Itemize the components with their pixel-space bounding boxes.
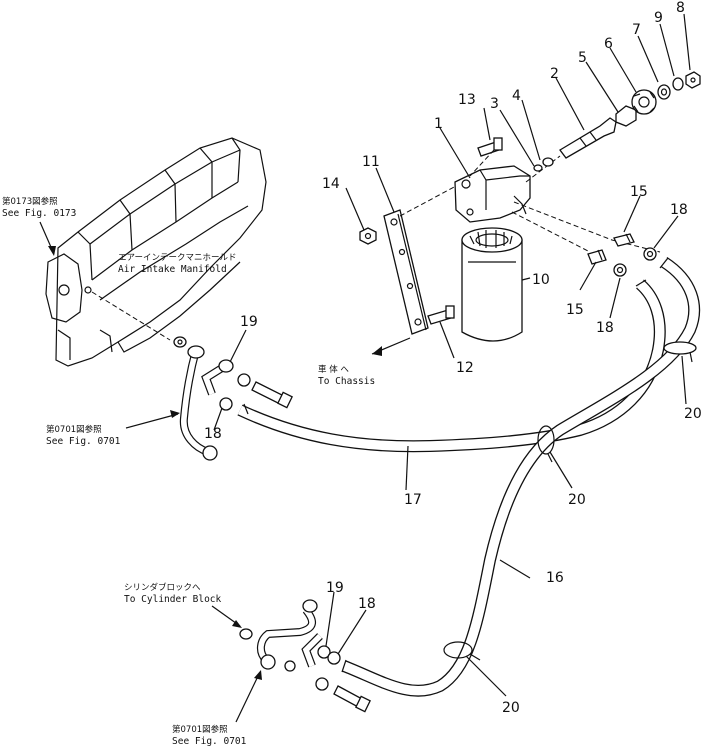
ref-fig0701-lower-jp: 第0701図参照 [172, 724, 228, 735]
part-number-1: 1 [434, 116, 443, 132]
bolt-13 [469, 137, 503, 177]
bracket-plate [371, 185, 457, 356]
part-number-4: 4 [512, 88, 521, 104]
part-number-8: 8 [676, 0, 685, 16]
nut-14 [359, 227, 377, 245]
ref-chassis-jp: 車 体 へ [318, 364, 349, 375]
part-number-7: 7 [632, 22, 641, 38]
bolt-12 [427, 305, 455, 325]
part-number-19-lower: 19 [326, 580, 344, 596]
part-number-10: 10 [532, 272, 550, 288]
part-number-20-right: 20 [684, 406, 702, 422]
ref-cylinder-en: To Cylinder Block [124, 594, 222, 605]
filter-head [454, 165, 531, 223]
part-number-13: 13 [458, 92, 476, 108]
fittings-15-18 [511, 201, 661, 277]
ref-chassis-en: To Chassis [318, 376, 375, 387]
engine-block [45, 137, 267, 367]
part-number-18-upper-right: 18 [670, 202, 688, 218]
ref-fig0701-upper-en: See Fig. 0701 [46, 436, 121, 447]
fitting-stack [525, 71, 701, 183]
hose-17 [237, 279, 666, 453]
small-pipe-upper [173, 336, 293, 461]
ref-intake-jp: エアーインテークマニホールド [118, 253, 237, 263]
part-number-9: 9 [654, 10, 663, 26]
part-number-20-lower: 20 [502, 700, 520, 716]
hose-16 [341, 256, 701, 697]
part-number-12: 12 [456, 360, 474, 376]
leader-lines [39, 13, 691, 723]
part-number-16: 16 [546, 570, 564, 586]
clamp-20-lower [443, 641, 481, 661]
part-number-19-upper: 19 [240, 314, 258, 330]
part-number-20-middle: 20 [568, 492, 586, 508]
part-number-2: 2 [550, 66, 559, 82]
reference-labels: 第0173図参照 See Fig. 0173 エアーインテークマニホールド Ai… [2, 196, 375, 746]
part-number-15-upper: 15 [630, 184, 648, 200]
part-number-6: 6 [604, 36, 613, 52]
ref-intake-en: Air Intake Manifold [118, 264, 227, 275]
ref-fig0173-jp: 第0173図参照 [2, 196, 58, 207]
part-number-18-lower: 18 [358, 596, 376, 612]
ref-fig0701-upper-jp: 第0701図参照 [46, 424, 102, 435]
part-number-18-middle: 18 [596, 320, 614, 336]
part-number-18-left: 18 [204, 426, 222, 442]
part-number-15-lower: 15 [566, 302, 584, 318]
ref-fig0173-en: See Fig. 0173 [2, 208, 76, 219]
filter-element [461, 227, 523, 342]
part-number-11: 11 [362, 154, 380, 170]
part-number-5: 5 [578, 50, 587, 66]
ref-cylinder-jp: シリンダブロックへ [124, 582, 201, 593]
ref-fig0701-lower-en: See Fig. 0701 [172, 736, 247, 746]
small-pipe-lower [239, 599, 371, 713]
clamp-20-upper [663, 341, 697, 363]
clamp-20-middle [537, 425, 555, 463]
part-number-3: 3 [490, 96, 499, 112]
part-number-labels: 1 2 3 4 5 6 7 8 9 10 11 12 13 14 15 15 1… [204, 0, 702, 716]
part-number-14: 14 [322, 176, 340, 192]
part-number-17: 17 [404, 492, 422, 508]
